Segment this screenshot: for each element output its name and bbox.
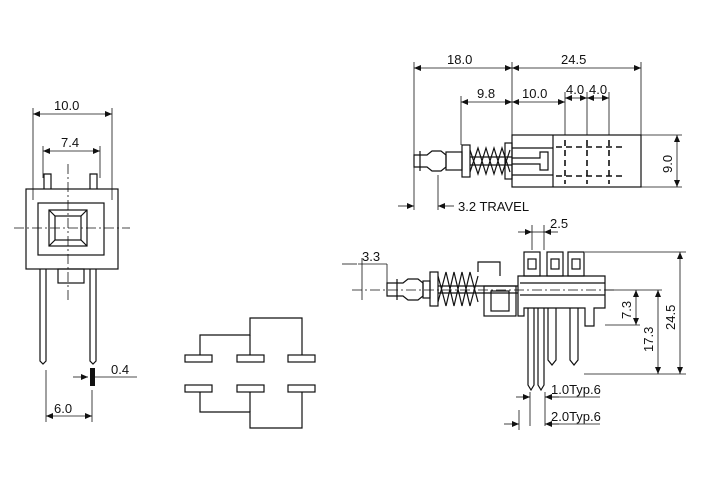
front-width-label: 10.0 xyxy=(54,98,79,113)
pin-thickness-label: 0.4 xyxy=(111,362,129,377)
top-spring-length-label: 9.8 xyxy=(477,86,495,101)
pcb-footprint xyxy=(184,317,316,429)
side-height-mid-label: 17.3 xyxy=(641,327,656,352)
pin-width-1-label: 1.0Typ.6 xyxy=(551,382,601,397)
side-height-low-label: 7.3 xyxy=(619,301,634,319)
side-view: 2.5 3.3 xyxy=(342,216,686,430)
pin-spacing-label: 6.0 xyxy=(54,401,72,416)
top-contact-block-label: 10.0 xyxy=(522,86,547,101)
pin-width-2-label: 2.0Typ.6 xyxy=(551,409,601,424)
travel-label: 3.2 TRAVEL xyxy=(458,199,529,214)
front-inner-width-label: 7.4 xyxy=(61,135,79,150)
top-view: 18.0 24.5 9.8 10.0 4.0 4.0 xyxy=(398,52,682,214)
side-plunger-label: 3.3 xyxy=(362,249,380,264)
top-body-length-label: 18.0 xyxy=(447,52,472,67)
top-pitch-b-label: 4.0 xyxy=(589,82,607,97)
front-view: 10.0 7.4 0.4 6.0 xyxy=(14,98,137,422)
side-height-total-label: 24.5 xyxy=(663,305,678,330)
top-height-label: 9.0 xyxy=(660,155,675,173)
top-contact-length-label: 24.5 xyxy=(561,52,586,67)
side-pin-pitch-label: 2.5 xyxy=(550,216,568,231)
top-pitch-a-label: 4.0 xyxy=(566,82,584,97)
